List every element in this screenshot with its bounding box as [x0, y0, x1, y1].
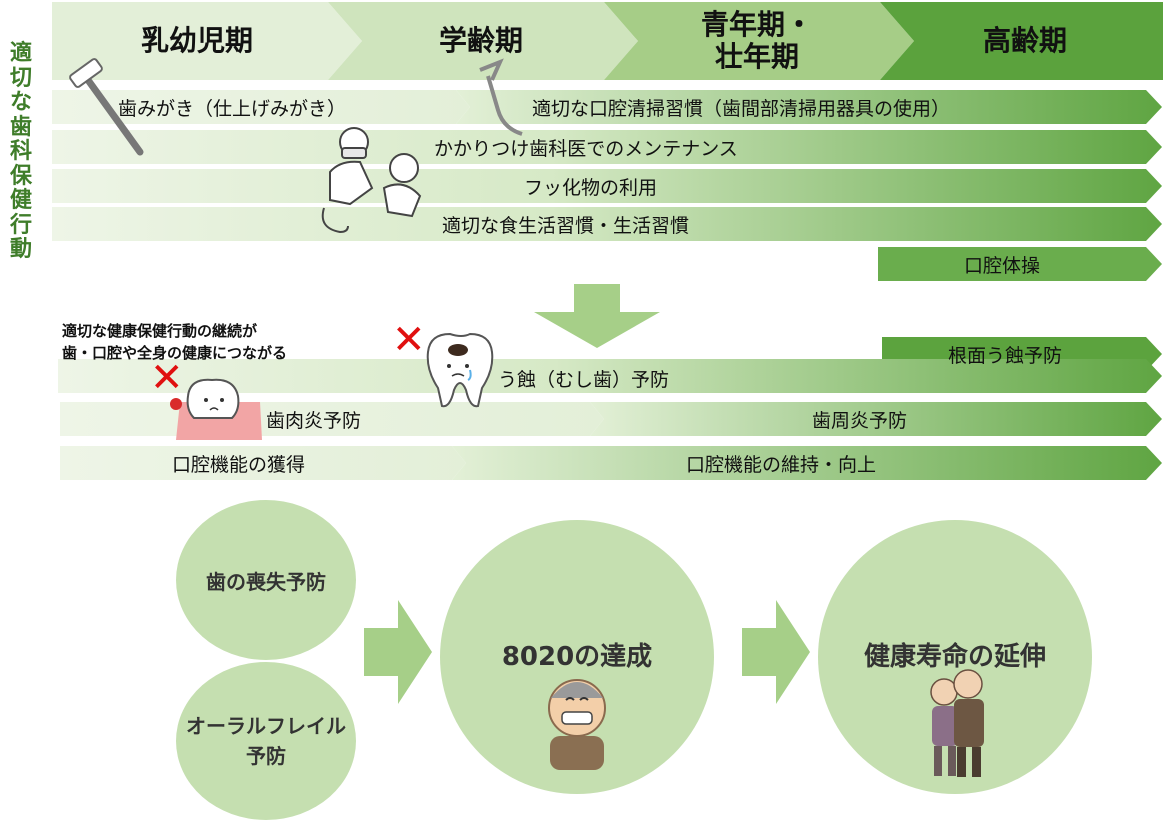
right-arrow-1-shape — [364, 600, 432, 704]
bar-periodontitis-label: 歯周炎予防 — [812, 409, 908, 432]
bar-periodontitis: 歯周炎予防 — [590, 402, 1150, 436]
bar-cleaning-shape — [456, 90, 1162, 124]
goal-circle-longevity: 健康寿命の延伸 — [818, 520, 1092, 794]
continuation-note: 適切な健康保健行動の継続が 歯・口腔や全身の健康につながる — [62, 298, 287, 364]
bar-maintain: 口腔機能の維持・向上 — [452, 446, 1152, 480]
bar-lifestyle-label: 適切な食生活習慣・生活習慣 — [442, 214, 690, 237]
stage-elderly: 高齢期 — [900, 2, 1150, 80]
goal-circle-oral-frailty: オーラルフレイル 予防 — [176, 662, 356, 820]
bar-lifestyle: 適切な食生活習慣・生活習慣 — [52, 207, 1152, 241]
goal-8020-label: 8020の達成 — [501, 642, 653, 672]
gum-tooth-icon — [170, 378, 262, 440]
stage-infant: 乳幼児期 — [52, 2, 342, 80]
cross-mark-icon: ✕ — [392, 317, 426, 363]
stage-school-label: 学齢期 — [438, 23, 523, 57]
side-title-char: 健 — [9, 188, 32, 213]
bar-oral-exercise-shape — [878, 247, 1162, 281]
bar-periodontitis-shape — [590, 402, 1162, 436]
bar-acquire-label: 口腔機能の獲得 — [172, 453, 306, 476]
bar-maintenance-shape — [52, 130, 1162, 164]
side-title-char: 歯 — [9, 114, 32, 140]
side-title-char: 動 — [9, 237, 32, 262]
goal-tooth-loss-label: 歯の喪失予防 — [206, 569, 326, 594]
bar-fluoride: フッ化物の利用 — [52, 169, 1152, 203]
side-title-char: 保 — [9, 163, 32, 189]
goal-oral-frailty-label: オーラルフレイル 予防 — [186, 714, 346, 768]
bar-oral-exercise: 口腔体操 — [878, 247, 1148, 281]
bar-maintain-shape — [452, 446, 1162, 480]
floss-pick-icon — [479, 58, 523, 136]
bar-cleaning-label: 適切な口腔清掃習慣（歯間部清掃用器具の使用） — [532, 97, 951, 120]
continuation-note-text: 適切な健康保健行動の継続が 歯・口腔や全身の健康につながる — [62, 322, 288, 362]
down-arrow-shape — [534, 284, 660, 348]
bar-caries-label: う蝕（むし歯）予防 — [498, 369, 670, 391]
side-title-char: 切 — [9, 65, 32, 91]
bar-cleaning: 適切な口腔清掃習慣（歯間部清掃用器具の使用） — [456, 90, 1156, 124]
side-title-char: 科 — [9, 139, 32, 164]
bar-gingivitis-label: 歯肉炎予防 — [266, 409, 362, 432]
goal-longevity-label: 健康寿命の延伸 — [863, 642, 1046, 672]
toothbrush-icon — [69, 58, 144, 156]
side-title-char: 行 — [9, 212, 32, 238]
bar-caries-shape — [58, 359, 1162, 393]
stage-school: 学齢期 — [346, 2, 616, 80]
bar-root-caries-label: 根面う蝕予防 — [948, 344, 1063, 367]
bar-maintain-label: 口腔機能の維持・向上 — [686, 453, 877, 476]
side-title-char: 適 — [9, 41, 32, 66]
stage-adult-label: 青年期・ 壮年期 — [700, 7, 813, 73]
decayed-tooth-icon — [426, 332, 494, 408]
stage-chevron-infant — [52, 2, 362, 80]
stage-chevron-adult — [604, 2, 914, 80]
bar-maintenance: かかりつけ歯科医でのメンテナンス — [52, 130, 1152, 164]
stage-infant-label: 乳幼児期 — [140, 23, 253, 57]
bar-brushing-shape — [52, 90, 470, 124]
stage-elderly-label: 高齢期 — [982, 23, 1067, 57]
goal-circle-8020: 8020の達成 — [440, 520, 714, 794]
right-arrow-2-shape — [742, 600, 810, 704]
bar-acquire-shape — [60, 446, 466, 480]
side-title-char: な — [9, 90, 32, 115]
bar-oral-exercise-label: 口腔体操 — [964, 254, 1041, 277]
bar-brushing-label: 歯みがき（仕上げみがき） — [118, 97, 347, 120]
bar-gingivitis: 歯肉炎予防 — [60, 402, 600, 436]
side-title: 適切な歯科保健行動 — [6, 41, 36, 263]
cross-mark-icon: ✕ — [150, 355, 184, 401]
stage-chevron-school — [328, 2, 638, 80]
bar-caries: う蝕（むし歯）予防 — [58, 359, 1158, 393]
dentist-child-icon — [321, 127, 422, 234]
bar-root-caries: 根面う蝕予防 — [882, 337, 1152, 371]
bar-fluoride-label: フッ化物の利用 — [524, 176, 658, 199]
stage-adult: 青年期・ 壮年期 — [622, 2, 892, 80]
bar-lifestyle-shape — [52, 207, 1162, 241]
goal-circle-tooth-loss: 歯の喪失予防 — [176, 500, 356, 660]
bar-brushing: 歯みがき（仕上げみがき） — [52, 90, 462, 124]
stage-chevron-elderly — [880, 2, 1163, 80]
bar-acquire: 口腔機能の獲得 — [60, 446, 460, 480]
bar-maintenance-label: かかりつけ歯科医でのメンテナンス — [434, 137, 738, 160]
